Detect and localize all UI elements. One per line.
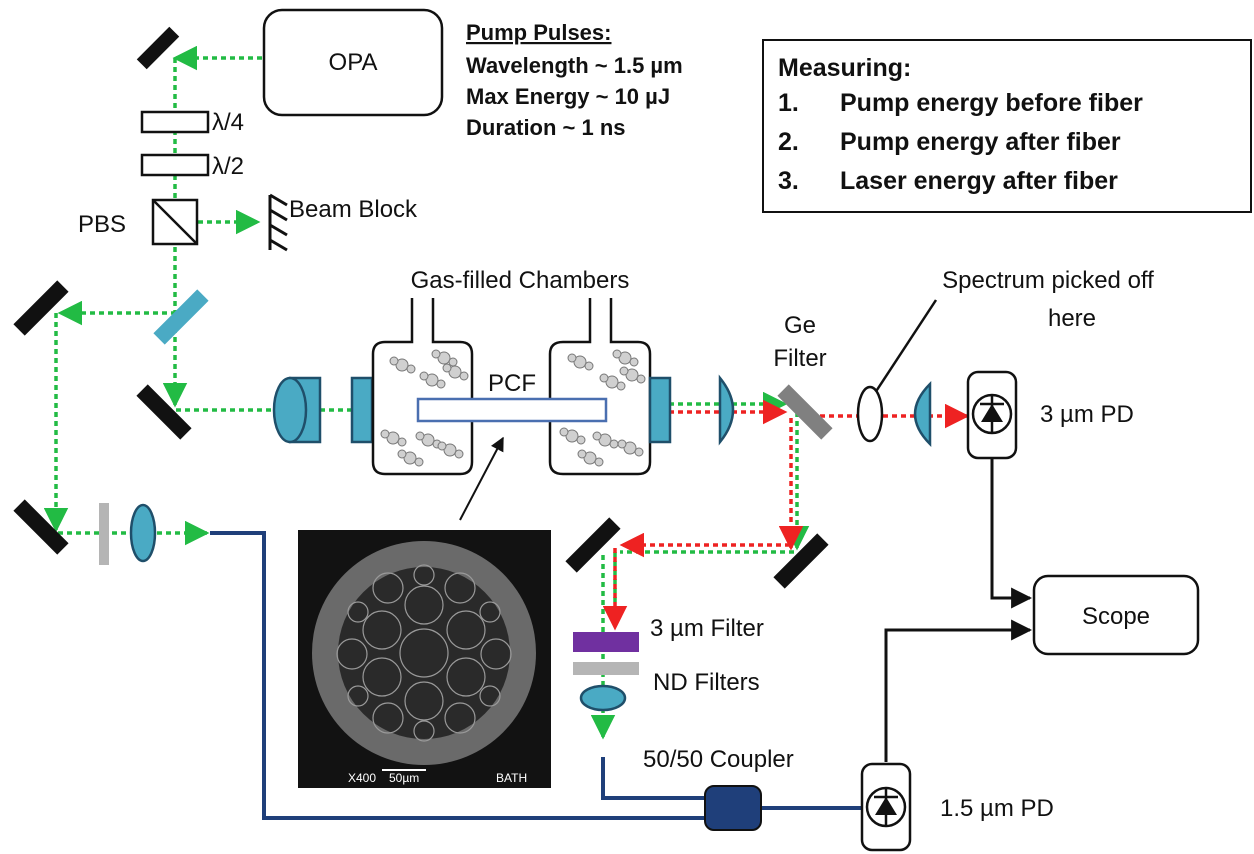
- pcf-fiber: [418, 399, 606, 421]
- measuring-item: Pump energy before fiber: [840, 89, 1143, 117]
- sem-magnification: X400: [348, 771, 376, 785]
- mirror-icon: [13, 280, 68, 335]
- measuring-item: Laser energy after fiber: [840, 167, 1118, 195]
- output-window: [650, 378, 670, 442]
- mirror-icon: [136, 384, 191, 439]
- quarter-waveplate: [142, 112, 208, 132]
- nd-filters: [573, 662, 639, 675]
- measuring-num: 1.: [778, 89, 799, 117]
- half-waveplate: [142, 155, 208, 175]
- collimating-lens: [720, 378, 733, 442]
- filter-3um: [573, 632, 639, 652]
- spectrum-label: Spectrum picked off: [942, 267, 1154, 294]
- gas-chambers-label: Gas-filled Chambers: [411, 267, 630, 294]
- laser-beam-paths: [606, 412, 967, 628]
- mirror-icon: [13, 499, 68, 554]
- mirror-icon: [773, 533, 828, 588]
- opa-label: OPA: [329, 49, 378, 76]
- nd-filters-label: ND Filters: [653, 669, 760, 696]
- measuring-num: 3.: [778, 167, 799, 195]
- beam-block-label: Beam Block: [289, 196, 418, 223]
- gas-chamber-left: [373, 298, 472, 474]
- filter-3um-label: 3 µm Filter: [650, 615, 764, 642]
- mirror-icon: [565, 517, 620, 572]
- pump-title: Pump Pulses:: [466, 20, 611, 45]
- measuring-num: 2.: [778, 128, 799, 156]
- spectrum-pickoff-element: [858, 387, 882, 441]
- input-window: [352, 378, 372, 442]
- beam-splitter: [153, 289, 208, 344]
- pbs-cube: [153, 200, 197, 244]
- fiber-coupler: [705, 786, 761, 830]
- ref-nd-filter: [99, 503, 109, 565]
- pump-line: Wavelength ~ 1.5 µm: [466, 53, 683, 78]
- ge-filter: [777, 384, 832, 439]
- pd-3um-label: 3 µm PD: [1040, 401, 1134, 428]
- focusing-lens: [915, 384, 930, 444]
- measuring-item: Pump energy after fiber: [840, 128, 1121, 156]
- mirror-icon: [137, 27, 179, 69]
- pump-line: Max Energy ~ 10 µJ: [466, 84, 670, 109]
- signal-wires: [886, 458, 1030, 762]
- scope-label: Scope: [1082, 603, 1150, 630]
- coupling-lens: [581, 686, 625, 710]
- pcf-sem-image: X400 50µm BATH: [298, 530, 551, 788]
- gas-chamber-right: [550, 298, 650, 474]
- pbs-label: PBS: [78, 211, 126, 238]
- quarter-waveplate-label: λ/4: [212, 109, 244, 136]
- pd-15um-label: 1.5 µm PD: [940, 795, 1054, 822]
- ref-lens: [131, 505, 155, 561]
- beam-block-icon: [270, 195, 287, 250]
- pcf-label: PCF: [488, 370, 536, 397]
- ge-filter-label: Ge: [784, 312, 816, 339]
- pump-line: Duration ~ 1 ns: [466, 115, 626, 140]
- spectrum-label: here: [1048, 305, 1096, 332]
- pump-pulses-info: Pump Pulses: Wavelength ~ 1.5 µm Max Ene…: [466, 20, 683, 140]
- spectrum-pointer: [873, 300, 936, 396]
- ge-filter-label: Filter: [773, 345, 826, 372]
- half-waveplate-label: λ/2: [212, 153, 244, 180]
- input-lens: [274, 378, 320, 442]
- sem-scale: 50µm: [389, 771, 419, 785]
- sem-brand: BATH: [496, 771, 527, 785]
- photodiode-3um-icon: [968, 372, 1016, 458]
- photodiode-15um-icon: [862, 764, 910, 850]
- measuring-title: Measuring:: [778, 54, 911, 82]
- coupler-label: 50/50 Coupler: [643, 746, 794, 773]
